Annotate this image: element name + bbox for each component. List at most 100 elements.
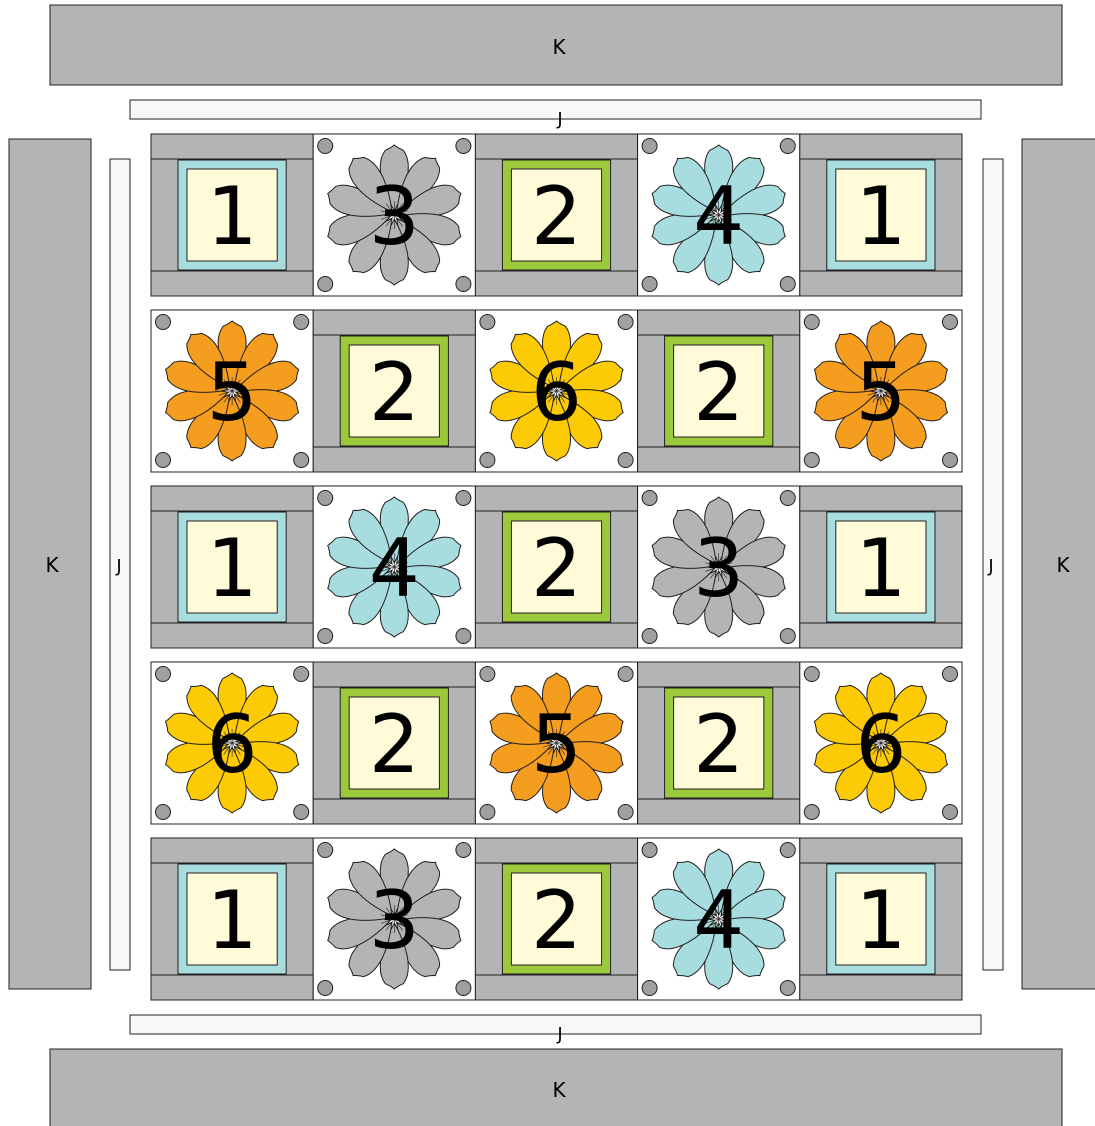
flower-block: 4 (313, 486, 475, 648)
corner-dot (456, 981, 471, 996)
flower-block: 5 (800, 310, 962, 472)
corner-dot (780, 981, 795, 996)
corner-dot (804, 315, 819, 330)
inner-border-top (130, 100, 981, 119)
block-number-label: 2 (531, 522, 582, 615)
flower-block: 4 (638, 134, 800, 296)
corner-dot (294, 805, 309, 820)
framed-square-block: 1 (800, 486, 962, 648)
block-number-label: 5 (207, 346, 258, 439)
corner-dot (318, 629, 333, 644)
flower-block: 6 (800, 662, 962, 824)
corner-dot (642, 277, 657, 292)
block-number-label: 6 (531, 346, 582, 439)
corner-dot (943, 667, 958, 682)
outer-border-bottom-label: K (552, 1078, 566, 1102)
framed-square-block: 1 (151, 134, 313, 296)
corner-dot (780, 139, 795, 154)
corner-dot (318, 843, 333, 858)
block-number-label: 1 (855, 170, 906, 263)
corner-dot (480, 453, 495, 468)
framed-square-block: 2 (638, 662, 800, 824)
corner-dot (456, 629, 471, 644)
corner-dot (618, 667, 633, 682)
corner-dot (318, 277, 333, 292)
block-row: 62526 (151, 662, 962, 824)
corner-dot (642, 981, 657, 996)
flower-block: 3 (638, 486, 800, 648)
block-number-label: 4 (693, 874, 744, 967)
corner-dot (480, 315, 495, 330)
flower-block: 5 (475, 662, 637, 824)
corner-dot (294, 667, 309, 682)
corner-dot (318, 981, 333, 996)
outer-border-top-label: K (552, 35, 566, 59)
corner-dot (943, 453, 958, 468)
corner-dot (156, 315, 171, 330)
flower-block: 6 (151, 662, 313, 824)
inner-border-bottom (130, 1015, 981, 1034)
corner-dot (480, 805, 495, 820)
framed-square-block: 1 (800, 838, 962, 1000)
framed-square-block: 2 (475, 486, 637, 648)
corner-dot (804, 667, 819, 682)
corner-dot (943, 805, 958, 820)
block-number-label: 2 (531, 170, 582, 263)
flower-block: 4 (638, 838, 800, 1000)
corner-dot (156, 453, 171, 468)
corner-dot (456, 139, 471, 154)
inner-border-top-label: J (556, 109, 562, 130)
framed-square-block: 2 (638, 310, 800, 472)
corner-dot (642, 139, 657, 154)
outer-border-right-label: K (1056, 553, 1070, 577)
block-number-label: 4 (369, 522, 420, 615)
inner-border-bottom-label: J (556, 1024, 562, 1045)
flower-block: 6 (475, 310, 637, 472)
block-number-label: 1 (207, 170, 258, 263)
corner-dot (618, 805, 633, 820)
corner-dot (456, 843, 471, 858)
block-number-label: 1 (855, 522, 906, 615)
corner-dot (642, 491, 657, 506)
block-number-label: 6 (207, 698, 258, 791)
corner-dot (456, 277, 471, 292)
corner-dot (456, 491, 471, 506)
framed-square-block: 1 (800, 134, 962, 296)
block-number-label: 1 (207, 874, 258, 967)
block-number-label: 3 (369, 170, 420, 263)
inner-border-right-label: J (987, 556, 993, 577)
block-number-label: 3 (369, 874, 420, 967)
block-number-label: 2 (531, 874, 582, 967)
corner-dot (618, 453, 633, 468)
block-number-label: 5 (531, 698, 582, 791)
framed-square-block: 1 (151, 486, 313, 648)
corner-dot (780, 491, 795, 506)
corner-dot (642, 843, 657, 858)
corner-dot (294, 315, 309, 330)
framed-square-block: 2 (313, 662, 475, 824)
corner-dot (943, 315, 958, 330)
corner-dot (780, 629, 795, 644)
corner-dot (642, 629, 657, 644)
flower-block: 5 (151, 310, 313, 472)
corner-dot (804, 805, 819, 820)
corner-dot (156, 805, 171, 820)
corner-dot (294, 453, 309, 468)
block-row: 1 3 2 4 1 (151, 838, 962, 1000)
block-number-label: 1 (855, 874, 906, 967)
block-number-label: 2 (693, 346, 744, 439)
corner-dot (780, 277, 795, 292)
block-number-label: 3 (693, 522, 744, 615)
framed-square-block: 2 (475, 134, 637, 296)
corner-dot (780, 843, 795, 858)
corner-dot (804, 453, 819, 468)
corner-dot (318, 491, 333, 506)
block-number-label: 6 (855, 698, 906, 791)
block-number-label: 5 (855, 346, 906, 439)
block-number-label: 2 (369, 346, 420, 439)
block-number-label: 2 (693, 698, 744, 791)
flower-block: 3 (313, 134, 475, 296)
